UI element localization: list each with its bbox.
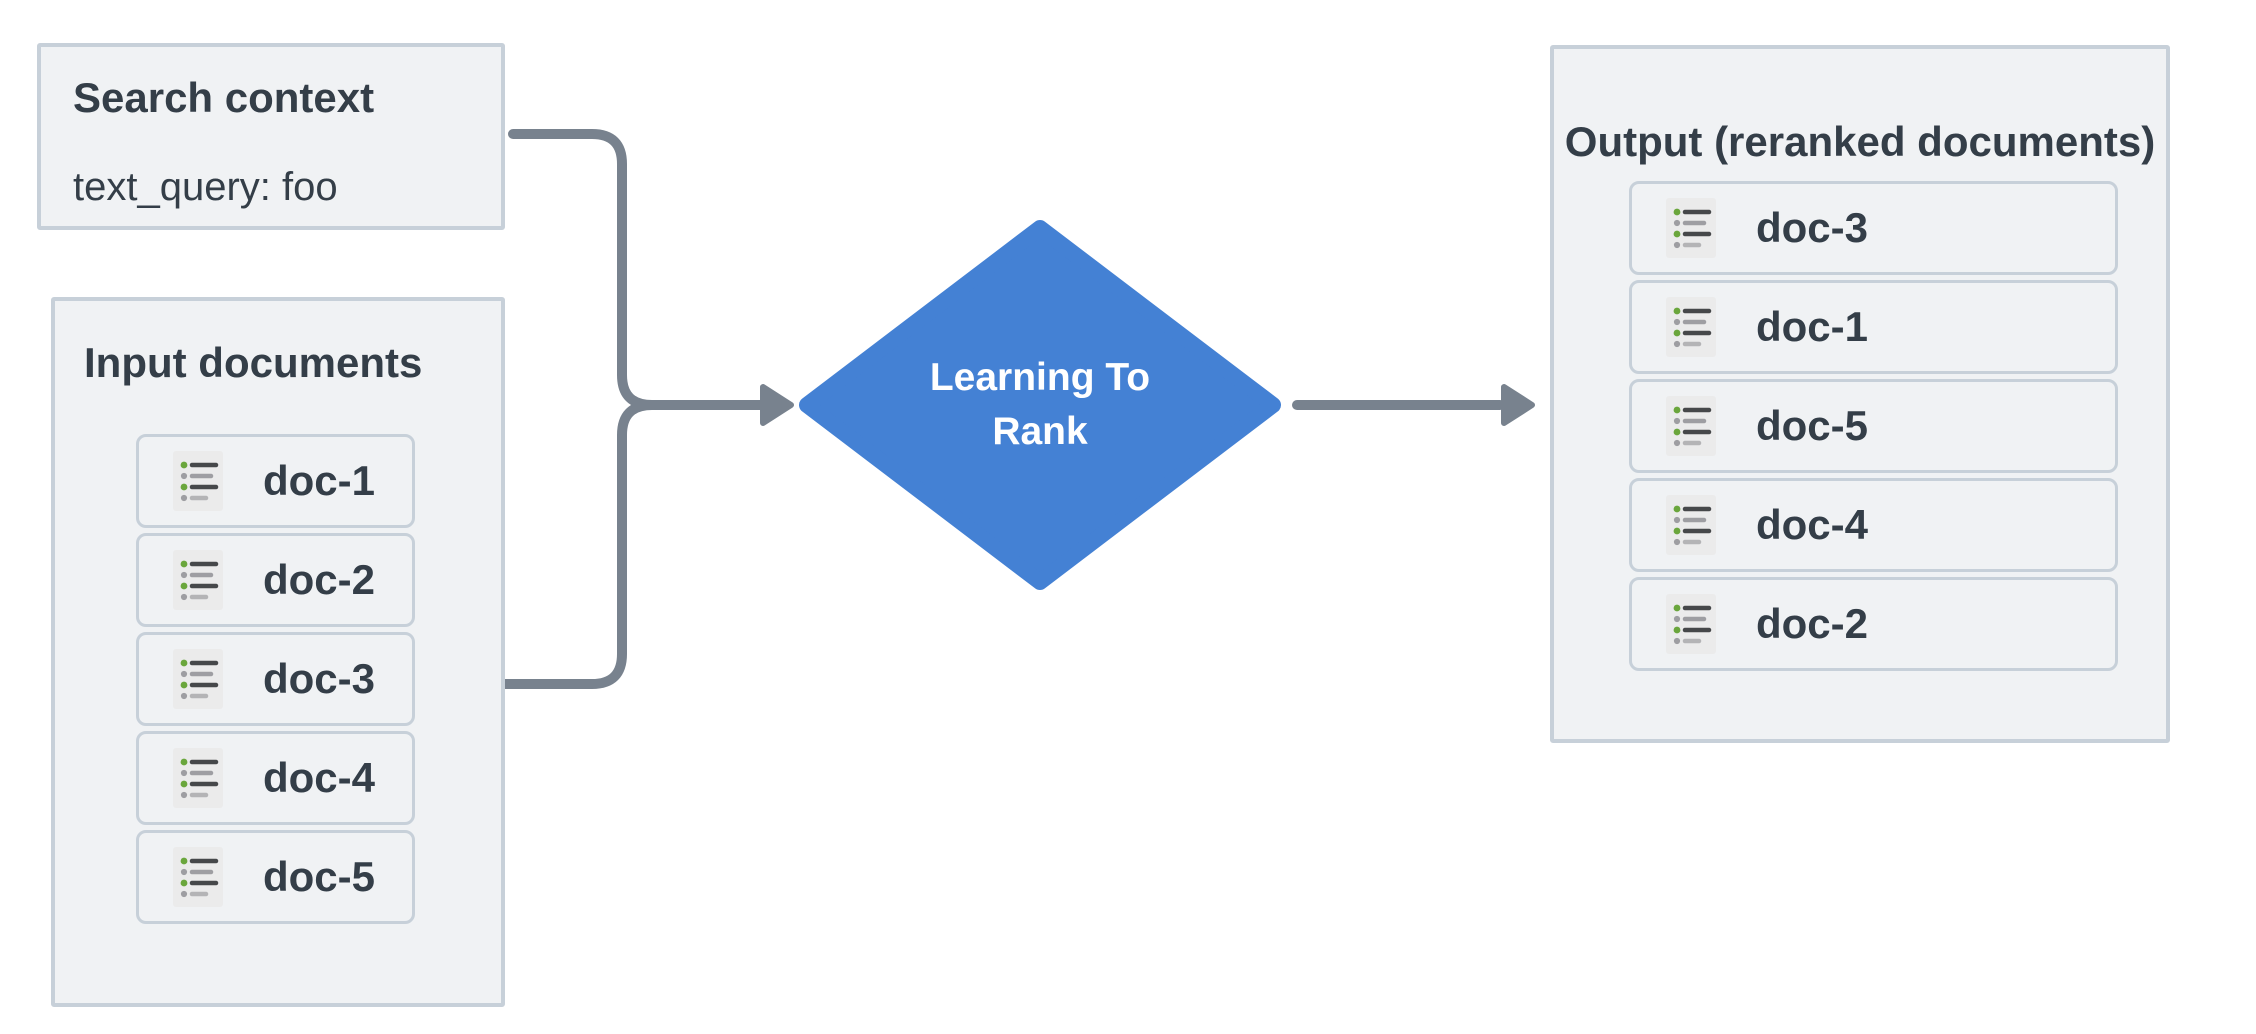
- learning-to-rank-diamond: [799, 220, 1281, 590]
- doc-list-icon: [173, 847, 223, 907]
- search-context-panel: Search context text_query: foo: [37, 43, 505, 230]
- doc-label: doc-4: [1756, 501, 1869, 548]
- doc-item: doc-4: [136, 731, 415, 825]
- doc-label: doc-4: [263, 754, 376, 801]
- diamond-label-line-1: Learning To: [929, 356, 1151, 399]
- doc-label: doc-2: [1756, 600, 1869, 647]
- doc-list-icon: [173, 550, 223, 610]
- diamond-label-line-2: Rank: [992, 410, 1088, 453]
- output-documents-title: Output (reranked documents): [1564, 118, 2156, 165]
- doc-item: doc-5: [136, 830, 415, 924]
- output-documents-panel: Output (reranked documents) doc-3: [1550, 45, 2170, 743]
- doc-item: doc-2: [136, 533, 415, 627]
- learning-to-rank-node: Learning To Rank: [880, 332, 1200, 478]
- arrowhead-into-output: [1501, 384, 1535, 426]
- doc-list-icon: [173, 748, 223, 808]
- doc-label: doc-3: [1756, 204, 1869, 251]
- doc-list-icon: [173, 451, 223, 511]
- doc-list-icon: [1666, 396, 1716, 456]
- doc-item: doc-2: [1629, 577, 2118, 671]
- doc-item: doc-5: [1629, 379, 2118, 473]
- input-doc-list: doc-1 doc-2 doc-3: [136, 434, 415, 924]
- search-context-value: text_query: foo: [73, 165, 338, 209]
- doc-label: doc-1: [263, 457, 376, 504]
- doc-label: doc-5: [263, 853, 376, 900]
- doc-label: doc-2: [263, 556, 376, 603]
- output-doc-list: doc-3 doc-1 doc-5: [1629, 181, 2118, 671]
- input-documents-panel: Input documents doc-1 doc-2: [51, 297, 505, 1007]
- doc-label: doc-5: [1756, 402, 1869, 449]
- edge-search-to-rank: [508, 129, 765, 410]
- doc-item: doc-4: [1629, 478, 2118, 572]
- doc-list-icon: [1666, 495, 1716, 555]
- doc-list-icon: [173, 649, 223, 709]
- doc-list-icon: [1666, 297, 1716, 357]
- edge-input-to-rank: [500, 400, 657, 689]
- doc-list-icon: [1666, 198, 1716, 258]
- doc-label: doc-1: [1756, 303, 1869, 350]
- doc-list-icon: [1666, 594, 1716, 654]
- doc-item: doc-3: [136, 632, 415, 726]
- search-context-title: Search context: [73, 74, 375, 121]
- doc-item: doc-1: [136, 434, 415, 528]
- doc-label: doc-3: [263, 655, 376, 702]
- doc-item: doc-1: [1629, 280, 2118, 374]
- doc-item: doc-3: [1629, 181, 2118, 275]
- arrowhead-into-rank: [760, 384, 794, 426]
- input-documents-title: Input documents: [84, 339, 423, 386]
